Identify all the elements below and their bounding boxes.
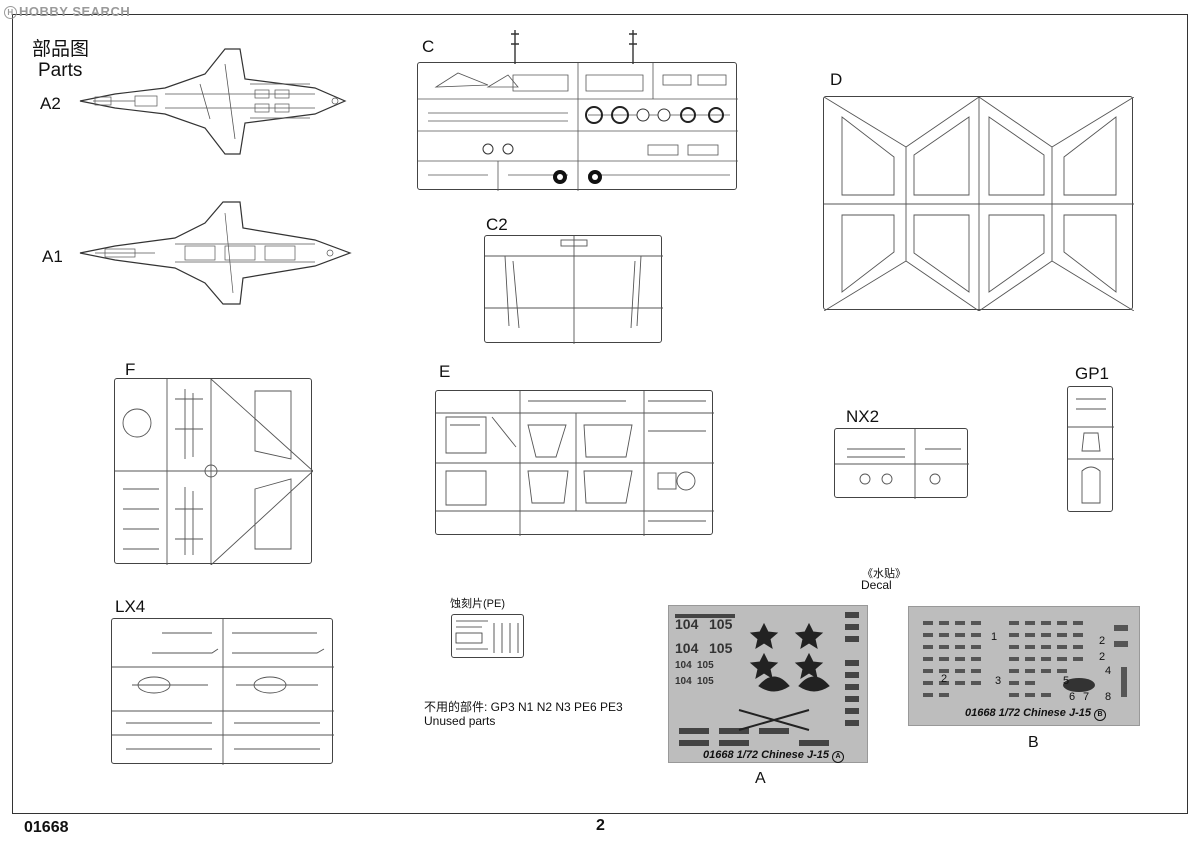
unused-parts-cn: 不用的部件: GP3 N1 N2 N3 PE6 PE3: [424, 700, 623, 714]
watermark-logo-icon: H: [4, 6, 17, 19]
decal-b-number-6: 4: [1105, 665, 1112, 677]
label-a1: A1: [42, 247, 63, 266]
label-a2: A2: [40, 94, 61, 113]
decal-b-title: 01668 1/72 Chinese J-15 B: [965, 707, 1107, 721]
part-a1-fuselage-bottom: [75, 198, 355, 308]
sprue-d: [823, 96, 1134, 311]
decal-b-number-10: 8: [1105, 691, 1112, 703]
decal-b-number-4: 2: [941, 673, 948, 685]
pe-label: 蚀刻片(PE): [450, 598, 505, 610]
sprue-f: [114, 378, 313, 565]
label-f: F: [125, 360, 136, 379]
footer-code: 01668: [24, 819, 69, 836]
decal-a-title: 01668 1/72 Chinese J-15 A: [703, 749, 845, 763]
decal-b-number-5: 3: [995, 675, 1002, 687]
decal-b-number-9: 7: [1083, 691, 1090, 703]
sprue-c: [417, 62, 738, 191]
sprue-e: [435, 390, 714, 536]
sprue-nx2: [834, 428, 969, 499]
label-lx4: LX4: [115, 597, 146, 616]
sprue-c-antenna-parts: [511, 30, 637, 64]
label-gp1: GP1: [1075, 364, 1110, 383]
part-a2-fuselage-top: [75, 44, 355, 159]
decal-b-letter: B: [1028, 734, 1039, 751]
page-frame: [12, 14, 1188, 814]
decal-a-number-1: 104: [675, 616, 699, 632]
decal-b-number-2: 2: [1099, 635, 1106, 647]
decal-a-number-4: 105: [709, 640, 733, 656]
title-en: Parts: [38, 60, 83, 81]
sprue-c2: [484, 235, 663, 344]
decal-b-number-3: 2: [1099, 651, 1106, 663]
decal-label-en: Decal: [861, 578, 892, 592]
decal-b-number-7: 5: [1063, 675, 1070, 687]
title-cn: 部品图: [32, 39, 90, 60]
decal-a-number-5: 104: [675, 660, 692, 671]
decal-sheet-b: 1 2 2 2 3 4 5 6 7 8 01668 1/72 Chinese J…: [908, 606, 1140, 726]
label-nx2: NX2: [846, 407, 880, 426]
footer-page-number: 2: [596, 817, 605, 834]
decal-a-badge: A: [832, 751, 845, 763]
sprue-gp1: [1067, 386, 1114, 512]
decal-a-letter: A: [755, 770, 766, 787]
decal-b-badge: B: [1094, 709, 1107, 721]
decal-a-number-2: 105: [709, 616, 733, 632]
decal-a-number-7: 104: [675, 676, 692, 687]
unused-parts-en: Unused parts: [424, 714, 496, 728]
label-c2: C2: [486, 215, 508, 234]
decal-sheet-a: 104 105 104 105 104 105 104 105 01668 1/…: [668, 605, 868, 763]
decal-a-number-6: 105: [697, 660, 714, 671]
label-e: E: [439, 362, 451, 381]
decal-b-number-1: 1: [991, 631, 998, 643]
decal-a-number-3: 104: [675, 640, 699, 656]
decal-label-cn: 《水贴》: [862, 568, 906, 580]
pe-fret: [451, 614, 524, 658]
sprue-lx4: [111, 618, 334, 765]
decal-b-number-8: 6: [1069, 691, 1076, 703]
label-d: D: [830, 70, 843, 89]
decal-a-number-8: 105: [697, 676, 714, 687]
label-c: C: [422, 37, 435, 56]
